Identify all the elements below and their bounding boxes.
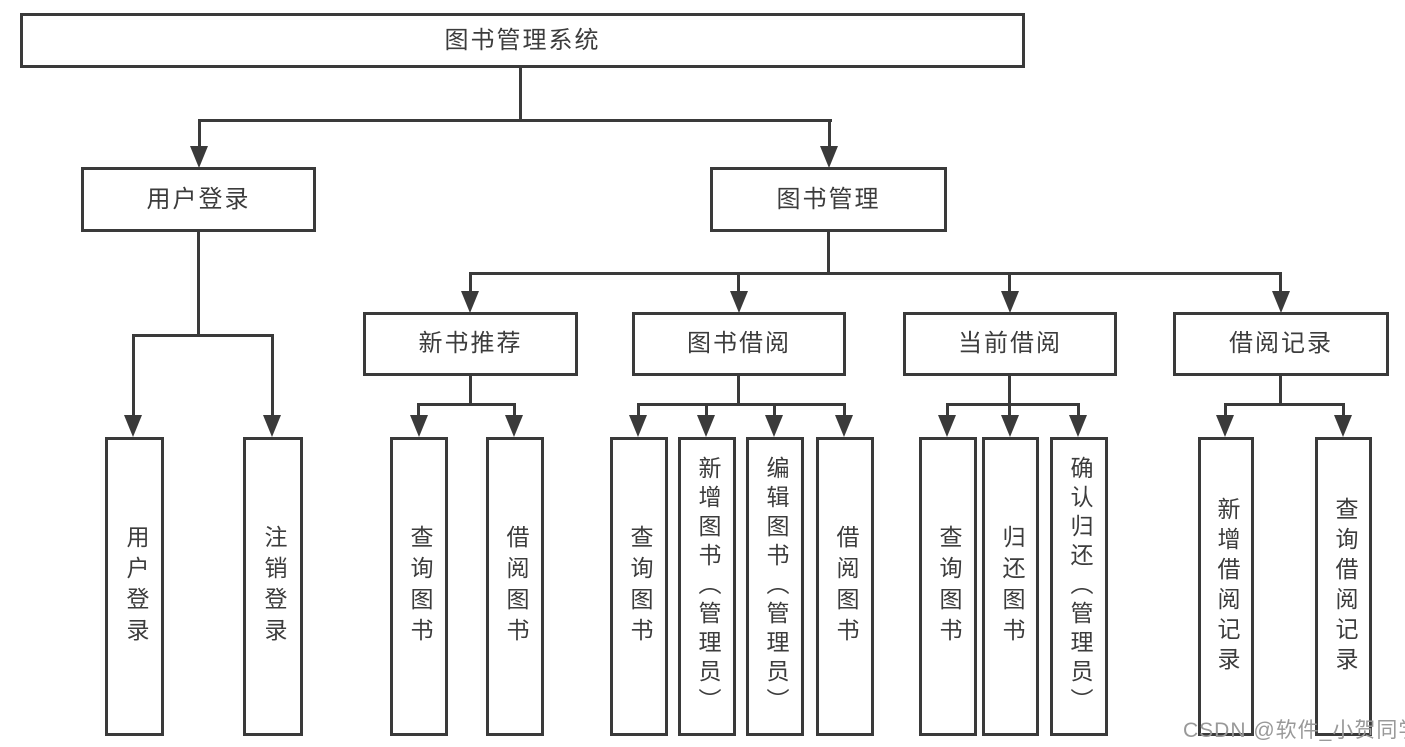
connector-drop (637, 403, 640, 419)
arrow-down-icon (730, 291, 748, 313)
arrow-down-icon (505, 415, 523, 437)
connector-drop (198, 119, 201, 149)
leaf-borrow-books-2: 借阅图书 (816, 437, 874, 736)
arrow-down-icon (1001, 291, 1019, 313)
arrow-down-icon (1001, 415, 1019, 437)
arrow-down-icon (1216, 415, 1234, 437)
leaf-query-books-1: 查询图书 (390, 437, 448, 736)
leaf-borrow-books-1: 借阅图书 (486, 437, 544, 736)
leaf-edit-book-admin: 编辑图书（管理员） (746, 437, 804, 736)
arrow-down-icon (1272, 291, 1290, 313)
leaf-confirm-return-admin: 确认归还（管理员） (1050, 437, 1108, 736)
leaf-return-books: 归还图书 (982, 437, 1039, 736)
connector-stem (1279, 374, 1282, 406)
connector-drop (417, 403, 420, 419)
connector-rail (1224, 403, 1345, 406)
arrow-down-icon (765, 415, 783, 437)
node-library-system: 图书管理系统 (20, 13, 1025, 68)
leaf-query-borrow-record: 查询借阅记录 (1315, 437, 1372, 736)
connector-drop (828, 119, 831, 149)
node-user-login: 用户登录 (81, 167, 316, 232)
arrow-down-icon (629, 415, 647, 437)
connector-drop (737, 272, 740, 296)
connector-drop (705, 403, 708, 419)
node-current-borrow: 当前借阅 (903, 312, 1117, 376)
csdn-watermark: CSDN @软件_小贺同学 (1183, 719, 1405, 742)
connector-rail (132, 334, 274, 337)
arrow-down-icon (697, 415, 715, 437)
connector-root-rail (198, 119, 832, 122)
connector-drop (1008, 403, 1011, 419)
connector-drop (946, 403, 949, 419)
connector-rail (946, 403, 1080, 406)
connector-drop (271, 334, 274, 419)
leaf-add-borrow-record: 新增借阅记录 (1198, 437, 1254, 736)
leaf-logout: 注销登录 (243, 437, 303, 736)
connector-root-stem (519, 66, 522, 121)
node-new-book-recommend: 新书推荐 (363, 312, 578, 376)
arrow-down-icon (1334, 415, 1352, 437)
connector-rail (417, 403, 516, 406)
connector-drop (1224, 403, 1227, 419)
node-book-borrow: 图书借阅 (632, 312, 846, 376)
arrow-down-icon (1069, 415, 1087, 437)
connector-drop (132, 334, 135, 419)
node-book-management: 图书管理 (710, 167, 947, 232)
arrow-down-icon (938, 415, 956, 437)
arrow-down-icon (835, 415, 853, 437)
arrow-down-icon (410, 415, 428, 437)
connector-rail (469, 272, 1282, 275)
connector-drop (1342, 403, 1345, 419)
connector-drop (513, 403, 516, 419)
connector-drop (843, 403, 846, 419)
connector-drop (773, 403, 776, 419)
leaf-add-book-admin: 新增图书（管理员） (678, 437, 736, 736)
connector-rail (637, 403, 845, 406)
connector-stem (197, 230, 200, 337)
leaf-query-books-3: 查询图书 (919, 437, 977, 736)
connector-stem (737, 374, 740, 406)
node-borrow-records: 借阅记录 (1173, 312, 1389, 376)
connector-stem (1008, 374, 1011, 406)
arrow-down-icon (124, 415, 142, 437)
connector-stem (827, 230, 830, 275)
connector-drop (1279, 272, 1282, 296)
connector-drop (1077, 403, 1080, 419)
arrow-down-icon (263, 415, 281, 437)
arrow-down-icon (461, 291, 479, 313)
connector-drop (469, 272, 472, 296)
arrow-down-icon (820, 146, 838, 168)
connector-stem (469, 374, 472, 406)
leaf-query-books-2: 查询图书 (610, 437, 668, 736)
connector-drop (1008, 272, 1011, 296)
arrow-down-icon (190, 146, 208, 168)
leaf-user-login: 用户登录 (105, 437, 164, 736)
